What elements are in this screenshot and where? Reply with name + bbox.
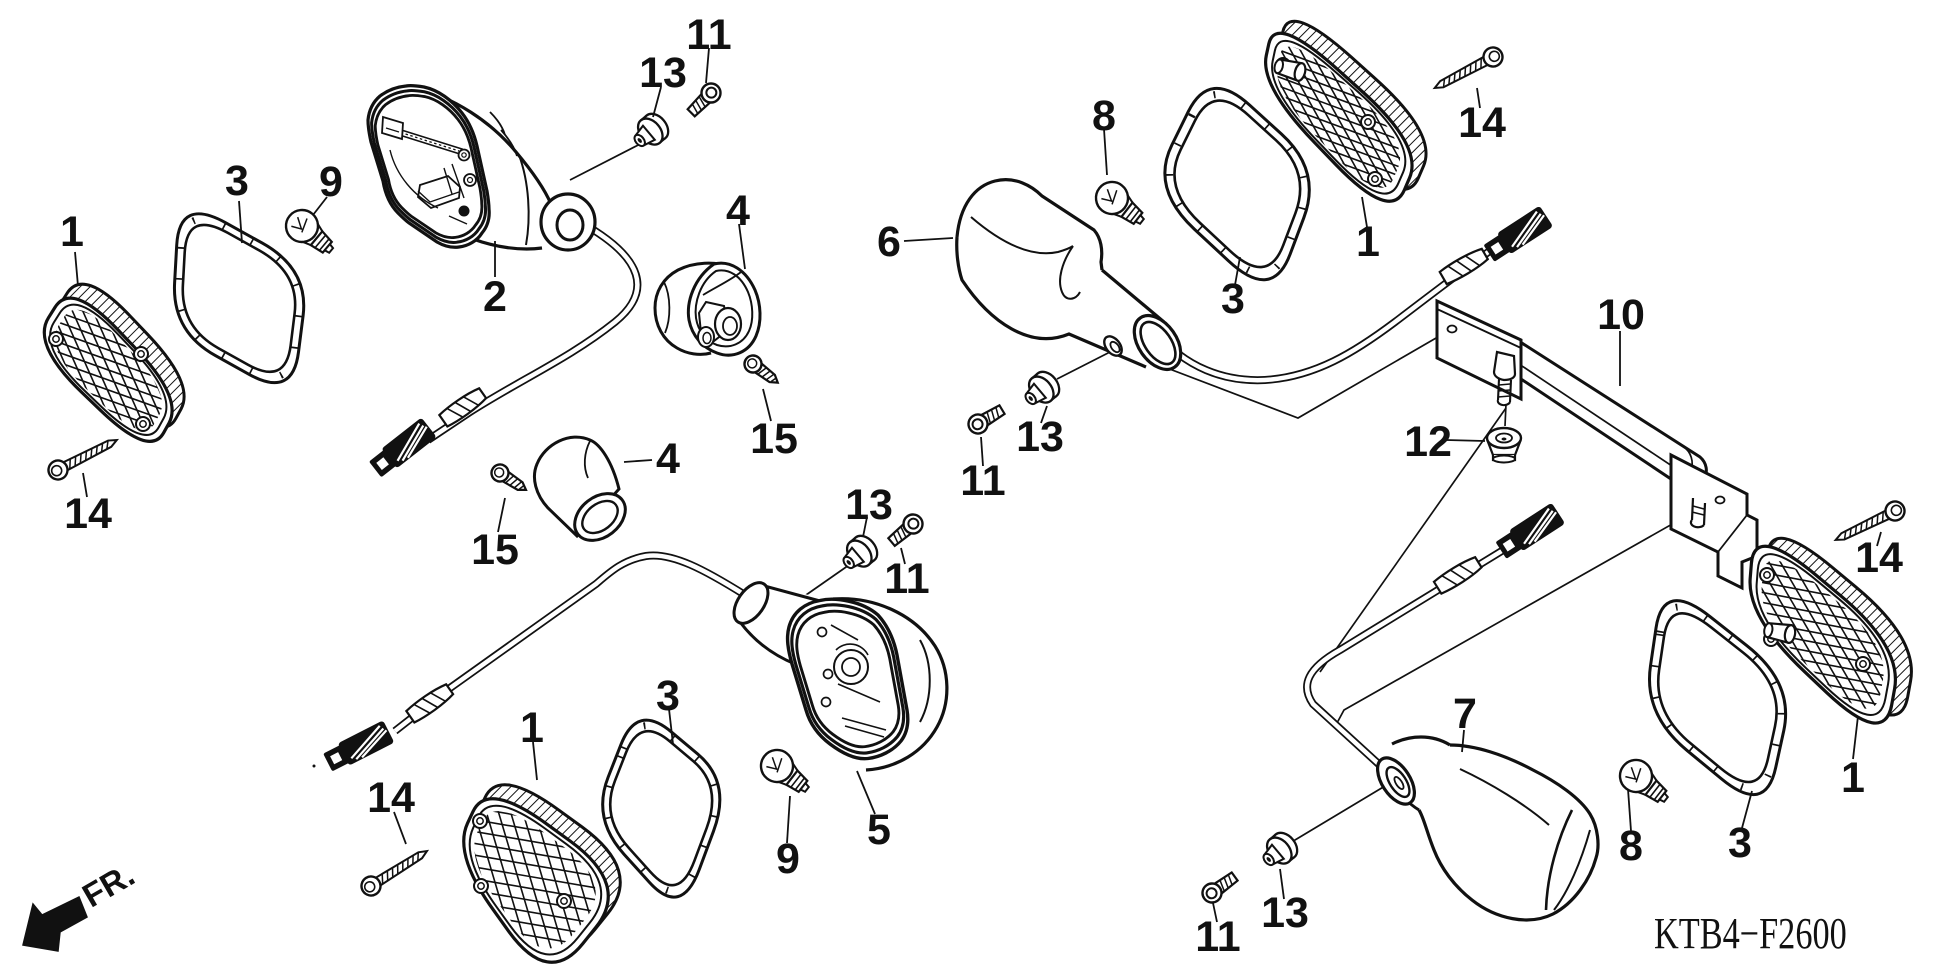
svg-text:2: 2 (483, 273, 507, 321)
svg-text:8: 8 (1619, 822, 1643, 870)
svg-text:15: 15 (471, 526, 519, 574)
svg-text:3: 3 (1221, 275, 1245, 323)
svg-text:4: 4 (726, 187, 750, 235)
svg-text:12: 12 (1404, 418, 1452, 466)
svg-text:5: 5 (867, 806, 891, 854)
svg-text:11: 11 (1195, 913, 1240, 961)
svg-text:13: 13 (845, 481, 893, 529)
svg-text:11: 11 (884, 555, 929, 603)
svg-text:13: 13 (1016, 413, 1064, 461)
svg-text:4: 4 (656, 435, 680, 483)
svg-text:3: 3 (656, 672, 680, 720)
svg-text:9: 9 (319, 158, 343, 206)
svg-text:14: 14 (1458, 99, 1506, 147)
svg-text:7: 7 (1453, 690, 1477, 738)
svg-text:1: 1 (520, 704, 544, 752)
svg-text:10: 10 (1597, 291, 1645, 339)
svg-text:3: 3 (225, 157, 249, 205)
svg-text:11: 11 (686, 11, 731, 59)
svg-text:14: 14 (367, 774, 415, 822)
svg-text:14: 14 (64, 490, 112, 538)
svg-text:8: 8 (1092, 92, 1116, 140)
svg-text:KTB4−F2600: KTB4−F2600 (1654, 909, 1847, 958)
svg-text:14: 14 (1855, 534, 1903, 582)
svg-text:1: 1 (1356, 218, 1380, 266)
svg-text:1: 1 (1841, 754, 1865, 802)
svg-text:15: 15 (750, 415, 798, 463)
svg-text:3: 3 (1728, 819, 1752, 867)
svg-text:1: 1 (60, 208, 84, 256)
svg-text:11: 11 (960, 457, 1005, 505)
svg-text:6: 6 (877, 218, 901, 266)
svg-text:9: 9 (776, 835, 800, 883)
svg-text:13: 13 (639, 49, 687, 97)
svg-text:13: 13 (1261, 889, 1309, 937)
